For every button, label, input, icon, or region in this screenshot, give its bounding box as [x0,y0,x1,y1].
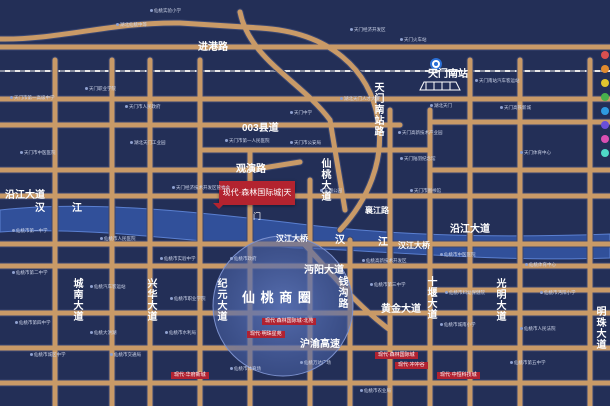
poi-label: 天门市图书馆 [410,188,441,193]
poi-label: 仙桃市人民法院 [520,326,556,331]
poi-label: 仙桃市第一中学 [12,228,48,233]
poi-label: 天门市第一人民医院 [225,138,270,143]
poi-label: 东湖公园 [320,188,342,193]
poi-label: 天门中学 [290,110,312,115]
poi-label: 天门火车站 [400,37,427,42]
tag-chongfeng: 现代·冲冲谷 [395,362,428,369]
poi-label: 仙桃市农业局 [360,388,391,393]
river-label-jiang-mid: 江 [378,237,388,248]
marker-dot-icon [601,135,609,143]
road-label-guangming: 光明大道 [494,278,505,322]
poi-label: 仙桃大洪湖 [90,330,117,335]
marker-dot-icon [601,51,609,59]
tag-senlin-xt: 现代·森林国际城·北苑 [262,318,317,325]
road-label-guanyan: 观演路 [236,164,266,175]
tag-senlin-south: 现代·森林国际城 [375,352,418,359]
poi-label: 天门职业学院 [85,86,116,91]
station-icon [430,58,442,70]
road-label-tianmenbei: 天门南站路 [372,82,383,137]
poi-label: 仙桃万达广场 [300,360,331,365]
station-building-icon [419,81,461,91]
poi-label: 仙桃市人民医院 [100,236,136,241]
poi-label: 天门陆羽纪念馆 [400,156,436,161]
road-label-yanjiang-right: 沿江大道 [450,224,490,235]
poi-label: 天门市中医医院 [20,150,56,155]
road-label-shiqiao: 十堰大道 [425,276,436,320]
poi-label: 仙桃市交通局 [110,352,141,357]
project-marker: 现代·森林国际城|天门 [213,181,295,221]
poi-label: 仙桃市体育场 [230,366,261,371]
marker-dot-icon [601,149,609,157]
poi-label: 湖北天门工业园 [130,140,166,145]
poi-label: 仙桃市水利局 [165,330,196,335]
poi-label: 天门体育中心 [520,150,551,155]
road-label-qianjiang: 钱沟路 [336,276,347,309]
poi-label: 仙桃体育中心 [525,262,556,267]
road-label-jingang: 进港路 [198,42,228,53]
road-label-xinghua: 兴华大道 [145,278,156,322]
marker-dot-icon [601,65,609,73]
marker-dot-icon [601,107,609,115]
poi-label: 天门高新技术产业园 [398,130,443,135]
poi-label: 湖北天门 [430,103,452,108]
poi-label: 仙桃实验小学 [150,8,181,13]
road-label-yanjiang-left: 沿江大道 [5,190,45,201]
poi-label: 仙桃高新技术开发区 [362,258,407,263]
poi-label: 天门南站汽车客运站 [475,78,520,83]
poi-label: 仙桃市第四中学 [15,320,51,325]
marker-dot-icon [601,93,609,101]
poi-label: 天门市人民政府 [125,104,161,109]
river-label-jiang: 江 [72,203,82,214]
poi-label: 仙桃市政府 [230,256,257,261]
poi-label: 天门市公安局 [290,140,321,145]
poi-label: 天门高铁新城 [500,105,531,110]
poi-label: 仙桃市职业学院 [170,296,206,301]
poi-label: 仙桃市城区中学 [30,352,66,357]
poi-label: 天门经济开发区 [350,27,386,32]
poi-label: 天门经济技术开发区管委会 [172,185,230,190]
poi-label: 天门市第一高级中学 [10,95,55,100]
poi-label: 仙桃市中医医院 [440,252,476,257]
poi-label: 仙桃市城南小学 [440,322,476,327]
district-circle [212,235,354,377]
tag-zhongxin: 现代·中恒科技城 [437,372,480,379]
river-label-han-mid: 汉 [335,235,345,246]
poi-label: 仙桃市第五中学 [510,360,546,365]
poi-label: 仙桃市沔阳小学 [540,290,576,295]
poi-label: 仙桃市第三中学 [370,282,406,287]
road-label-huangjin: 黄金大道 [381,304,421,315]
poi-label: 湖北天门人才大厦 [340,96,380,101]
road-label-hanjiang-bridge-2: 汉江大桥 [398,241,430,250]
district-label: 仙 桃 商 圈 [242,290,312,305]
poi-label: 仙桃市实验中学 [160,256,196,261]
poi-label: 仙桃汽车客运站 [90,284,126,289]
road-label-chengnan: 城南大道 [71,278,82,322]
poi-label: 湖北仙桃中等 [116,22,147,27]
road-label-mingzhu: 明珠大道 [594,306,605,350]
road-label-bridge-lower: 襄江路 [365,206,389,215]
station-label: 天门南站 [428,69,468,80]
road-label-003: 003县道 [242,123,279,134]
marker-dot-icon [601,121,609,129]
poi-label: 仙桃市妇幼保健院 [445,290,485,295]
poi-label: 仙桃市第二中学 [12,270,48,275]
road-label-qiyi: 纪元大道 [215,278,226,322]
tag-huafu: 现代·华府新城 [171,372,209,379]
road-label-yangyuan: 仙桃大道 [319,158,330,202]
river-label-han: 汉 [35,203,45,214]
marker-dot-icon [601,79,609,87]
road-label-hanjiang-bridge: 汉江大桥 [276,234,308,243]
road-label-hurong: 沪渝高速 [300,339,340,350]
tag-mingzhu: 现代·明珠星苑 [247,331,285,338]
road-label-hanyang: 沔阳大道 [304,265,344,276]
